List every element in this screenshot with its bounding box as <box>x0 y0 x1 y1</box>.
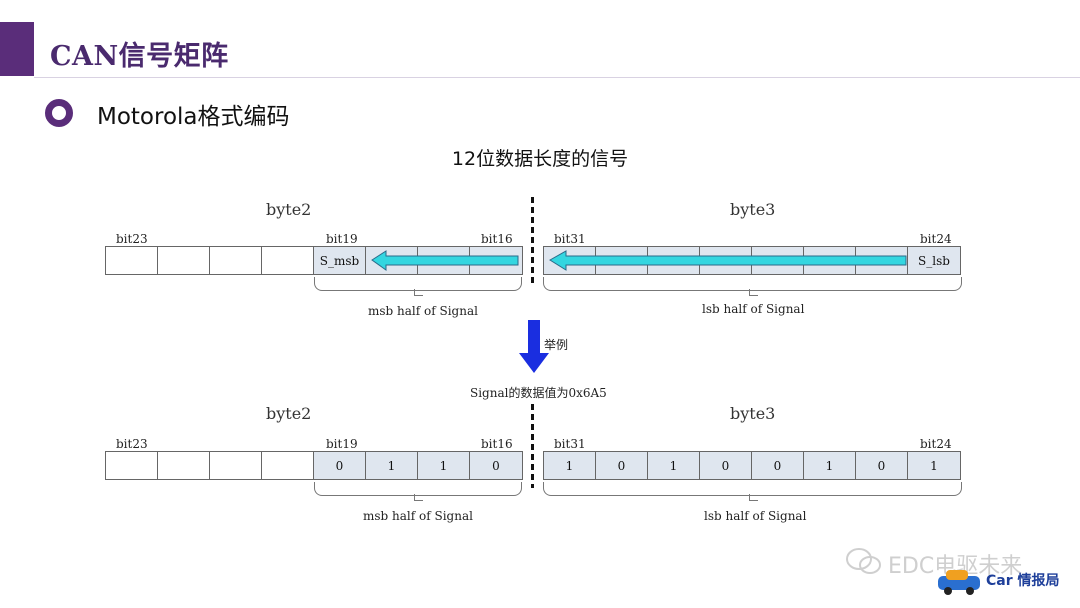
page-title: CAN信号矩阵 <box>50 41 229 72</box>
register-cell: 1 <box>804 452 856 479</box>
register-cell: 0 <box>596 452 648 479</box>
register-cell: 0 <box>314 452 366 479</box>
bit23-label-bottom: bit23 <box>116 437 148 451</box>
bit23-label-top: bit23 <box>116 232 148 246</box>
byte2-register-bottom: 0 1 1 0 <box>105 451 523 480</box>
register-cell: 0 <box>856 452 908 479</box>
register-cell <box>262 247 314 274</box>
lsb-half-label-bottom: lsb half of Signal <box>704 509 807 523</box>
byte-separator-bottom <box>531 404 534 488</box>
blue-down-arrow-icon <box>519 320 549 373</box>
bit31-label-top: bit31 <box>554 232 586 246</box>
cyan-right-arrow-icon <box>549 250 907 271</box>
byte3-register-bottom: 1 0 1 0 0 1 0 1 <box>543 451 961 480</box>
register-cell: 0 <box>470 452 522 479</box>
bit24-label-bottom: bit24 <box>920 437 952 451</box>
register-cell: 0 <box>752 452 804 479</box>
register-cell: 1 <box>648 452 700 479</box>
byte-separator-top <box>531 197 534 283</box>
bit31-label-bottom: bit31 <box>554 437 586 451</box>
cyan-left-arrow-icon <box>371 250 519 271</box>
register-cell <box>158 247 210 274</box>
register-cell: 1 <box>544 452 596 479</box>
register-cell: 0 <box>700 452 752 479</box>
register-cell <box>262 452 314 479</box>
example-value-label: Signal的数据值为0x6A5 <box>470 386 607 400</box>
register-cell <box>158 452 210 479</box>
register-cell: 1 <box>908 452 960 479</box>
register-cell <box>106 452 158 479</box>
bit19-label-top: bit19 <box>326 232 358 246</box>
byte3-label-bottom: byte3 <box>730 404 776 423</box>
register-cell <box>106 247 158 274</box>
lsb-half-brace-bottom <box>543 482 962 496</box>
section-subtitle: Motorola格式编码 <box>97 104 290 130</box>
bit19-label-bottom: bit19 <box>326 437 358 451</box>
bit16-label-top: bit16 <box>481 232 513 246</box>
byte2-label-top: byte2 <box>266 200 312 219</box>
title-divider <box>34 77 1080 78</box>
register-cell-msb: S_msb <box>314 247 366 274</box>
title-accent-bar <box>0 22 34 76</box>
lsb-half-label-top: lsb half of Signal <box>702 302 805 316</box>
bit24-label-top: bit24 <box>920 232 952 246</box>
bit16-label-bottom: bit16 <box>481 437 513 451</box>
wechat-icon <box>846 548 881 574</box>
byte3-label-top: byte3 <box>730 200 776 219</box>
register-cell <box>210 452 262 479</box>
msb-half-brace-bottom <box>314 482 522 496</box>
bullet-ring-icon <box>45 99 73 127</box>
msb-half-label-top: msb half of Signal <box>368 304 478 318</box>
brand-text: Car 情报局 <box>986 573 1060 589</box>
car-logo-icon <box>938 570 980 595</box>
register-cell: 1 <box>366 452 418 479</box>
diagram-heading: 12位数据长度的信号 <box>451 148 629 170</box>
lsb-half-brace-top <box>543 277 962 291</box>
register-cell: 1 <box>418 452 470 479</box>
register-cell <box>210 247 262 274</box>
example-arrow-label: 举例 <box>544 338 569 352</box>
msb-half-label-bottom: msb half of Signal <box>363 509 473 523</box>
msb-half-brace-top <box>314 277 522 291</box>
register-cell-lsb: S_lsb <box>908 247 960 274</box>
byte2-label-bottom: byte2 <box>266 404 312 423</box>
